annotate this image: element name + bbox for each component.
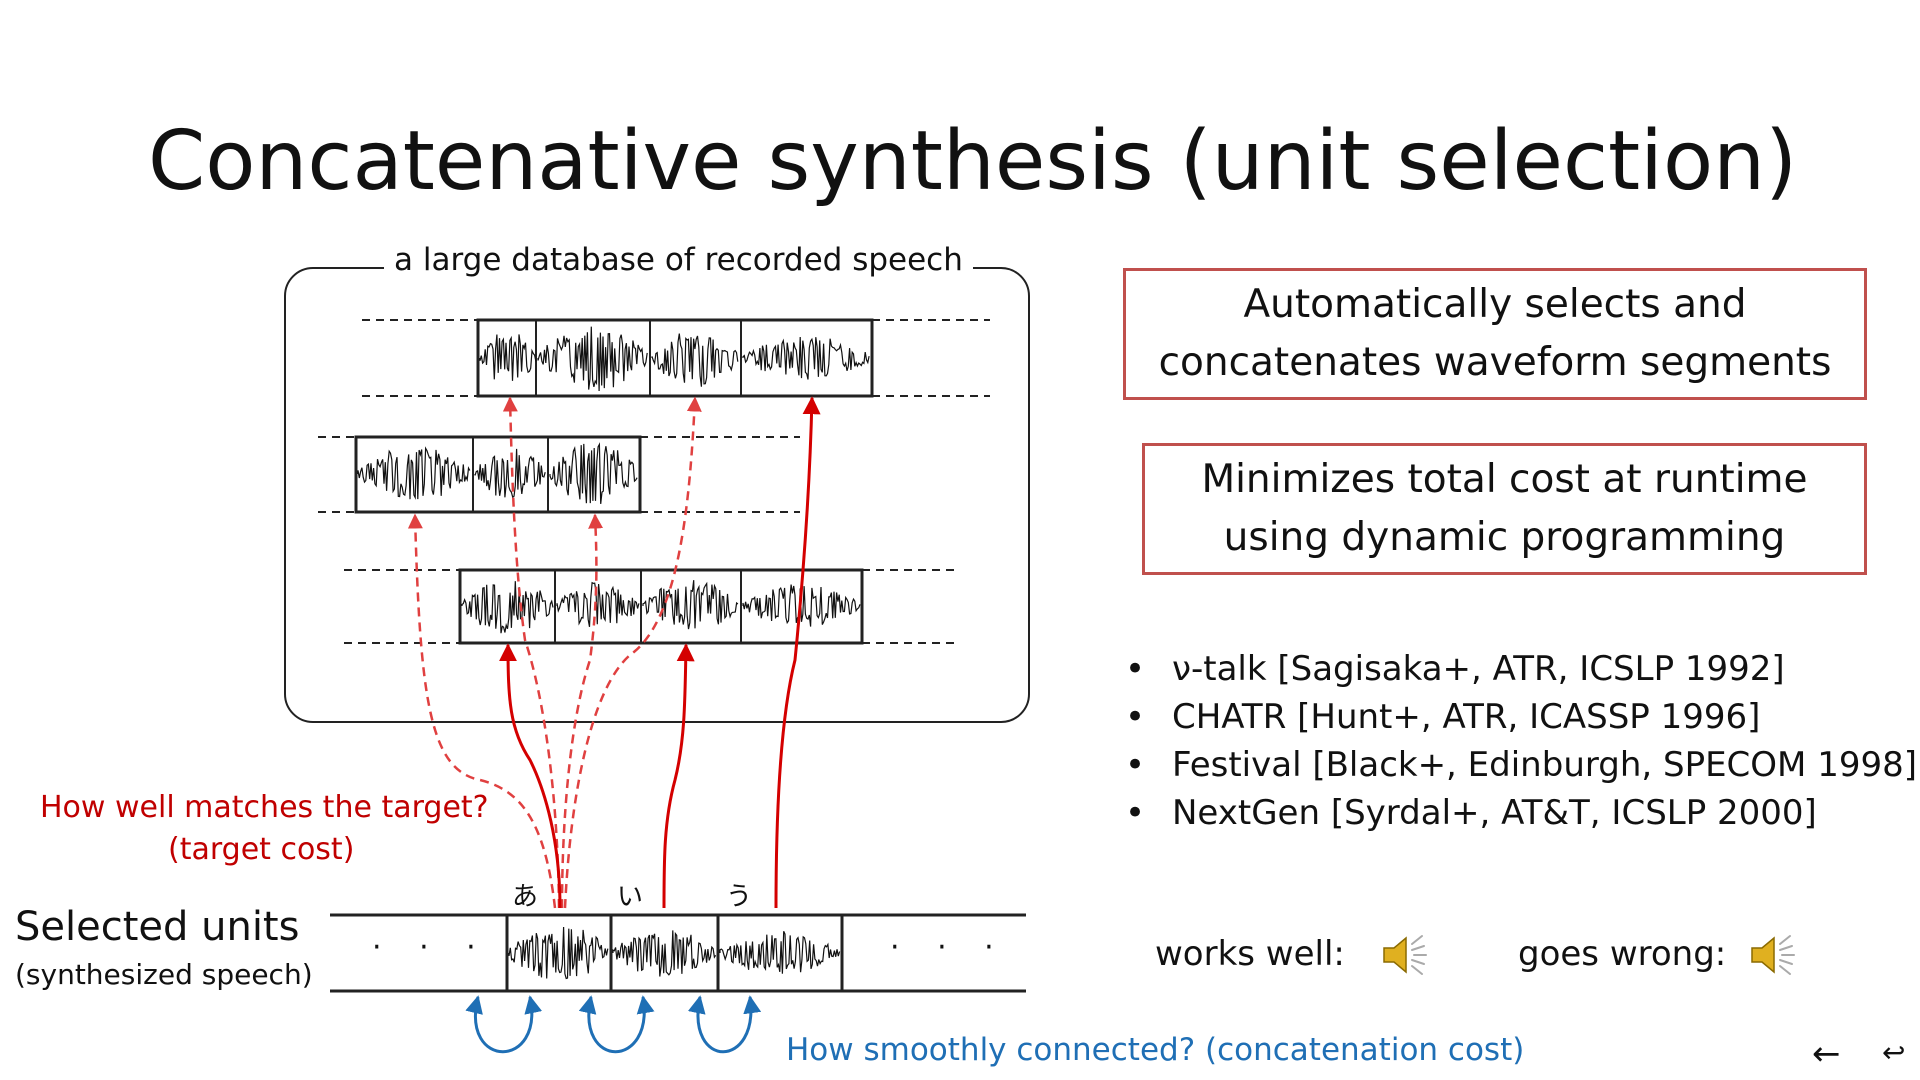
waveform-segments xyxy=(357,326,870,980)
selected-units-title: Selected units xyxy=(15,904,300,950)
reference-item: Festival [Black+, Edinburgh, SPECOM 1998… xyxy=(1125,741,1917,789)
target-cost-label: (target cost) xyxy=(168,832,355,867)
selected-units-strip xyxy=(330,913,1026,993)
waveform-trace xyxy=(742,336,870,380)
selected-units-subtitle: (synthesized speech) xyxy=(15,958,313,991)
waveform-trace xyxy=(508,926,609,980)
db-row-2 xyxy=(318,435,800,514)
goes-wrong-label: goes wrong: xyxy=(1518,934,1727,974)
target-cost-solid-arrows xyxy=(499,396,821,909)
waveform-trace xyxy=(461,581,554,634)
feature-box-minimizes: Minimizes total cost at runtime using dy… xyxy=(1142,443,1867,575)
waveform-trace xyxy=(556,581,640,628)
target-cost-dashed-arrows xyxy=(407,396,702,909)
feature-box-selects: Automatically selects and concatenates w… xyxy=(1123,268,1867,400)
works-well-label: works well: xyxy=(1155,934,1345,974)
speaker-icon[interactable] xyxy=(1746,930,1796,980)
reference-item: NextGen [Syrdal+, AT&T, ICSLP 2000] xyxy=(1125,789,1917,837)
reference-item: CHATR [Hunt+, ATR, ICASSP 1996] xyxy=(1125,693,1917,741)
waveform-trace xyxy=(612,930,717,977)
arrow-left-icon[interactable]: ← xyxy=(1812,1034,1841,1074)
database-container xyxy=(284,267,1030,723)
db-row-3 xyxy=(344,568,960,645)
concatenation-cost-label: How smoothly connected? (concatenation c… xyxy=(786,1032,1525,1068)
waveform-trace xyxy=(357,446,471,500)
target-cost-question: How well matches the target? xyxy=(40,790,489,825)
ellipsis-left: · · · xyxy=(372,930,490,965)
database-label: a large database of recorded speech xyxy=(384,242,973,278)
db-row-1 xyxy=(362,318,990,398)
waveform-trace xyxy=(479,334,537,381)
waveform-trace xyxy=(537,326,648,392)
reference-list: ν-talk [Sagisaka+, ATR, ICSLP 1992] CHAT… xyxy=(1125,645,1917,837)
waveform-trace xyxy=(549,442,638,504)
return-icon[interactable]: ↩ xyxy=(1882,1036,1906,1069)
waveform-trace xyxy=(651,333,739,387)
kana-label-i: い xyxy=(617,882,644,912)
speaker-icon[interactable] xyxy=(1378,930,1428,980)
slide-title: Concatenative synthesis (unit selection) xyxy=(148,114,1798,209)
kana-label-u: う xyxy=(726,882,753,912)
waveform-trace xyxy=(474,448,546,499)
kana-label-a: あ xyxy=(512,882,539,912)
reference-item: ν-talk [Sagisaka+, ATR, ICSLP 1992] xyxy=(1125,645,1917,693)
waveform-trace xyxy=(719,931,841,974)
waveform-trace xyxy=(642,580,739,630)
ellipsis-right: · · · xyxy=(890,930,1008,965)
concat-cost-arrows xyxy=(465,995,762,1054)
